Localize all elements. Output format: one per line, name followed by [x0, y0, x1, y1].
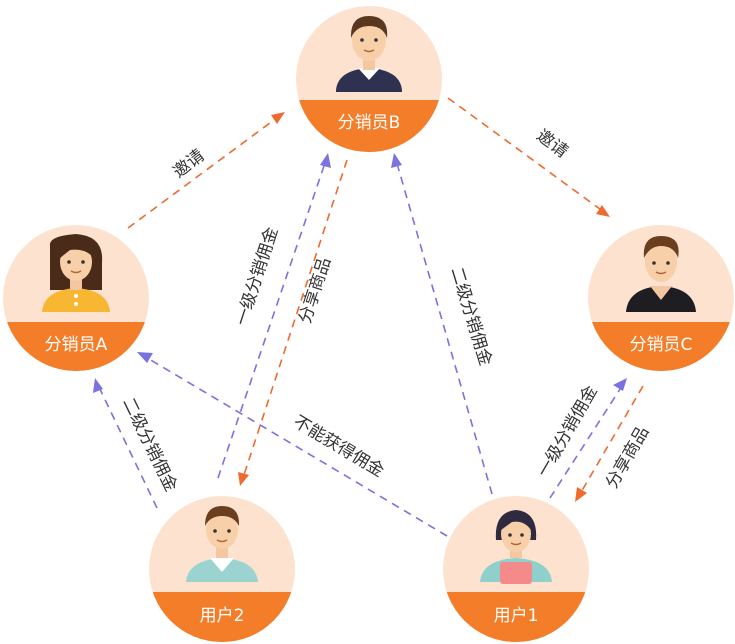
edge-label-share-b-u2: 分享商品: [295, 255, 335, 326]
arrowhead-icon: [93, 378, 103, 393]
edge-commission-u1-to-a: [137, 352, 448, 537]
arrowhead-icon: [613, 378, 627, 391]
edge-commission-u2-to-b: [217, 153, 331, 479]
node-label-c: 分销员C: [630, 335, 693, 355]
edge-label-share-c-u1: 分享商品: [602, 423, 653, 492]
edge-share-b-to-u2: [238, 159, 348, 486]
edge-commission-u1-to-c: [549, 378, 627, 499]
node-distributor-c: 分销员C: [588, 225, 734, 371]
node-distributor-b: 分销员B: [296, 6, 442, 152]
node-user-1: 用户1: [443, 496, 589, 642]
man-navy-sweater-icon: [336, 16, 402, 92]
edge-label-invite-b-c: 邀请: [532, 126, 571, 162]
woman-yellow-shirt-icon: [42, 234, 110, 312]
node-label-u1: 用户1: [494, 606, 539, 626]
arrowhead-icon: [391, 153, 402, 168]
node-distributor-a: 分销员A: [3, 225, 149, 371]
man-teal-shirt-icon: [186, 506, 258, 582]
arrowhead-icon: [271, 112, 285, 124]
arrowhead-icon: [320, 153, 331, 168]
edge-invite-a-to-b: [127, 112, 285, 229]
arrowhead-icon: [238, 472, 249, 486]
edge-label-invite-a-b: 邀请: [169, 146, 208, 183]
edge-label-commission-u2-a: 二级分销佣金: [118, 395, 181, 495]
arrowhead-icon: [137, 352, 153, 363]
edge-invite-b-to-c: [447, 97, 610, 217]
node-label-b: 分销员B: [338, 113, 401, 133]
man-black-hoodie-icon: [626, 236, 696, 312]
arrowhead-icon: [596, 205, 610, 217]
edge-share-c-to-u1: [575, 385, 644, 502]
arrowhead-icon: [575, 487, 587, 502]
node-label-u2: 用户2: [200, 606, 245, 626]
woman-apron-icon: [480, 510, 552, 584]
edge-label-commission-u1-c: 一级分销佣金: [534, 382, 602, 480]
edge-commission-u2-to-a: [93, 378, 158, 509]
edge-commission-u1-to-b: [391, 153, 493, 495]
node-label-a: 分销员A: [45, 335, 108, 355]
edge-label-commission-u1-b: 二级分销佣金: [446, 265, 495, 368]
node-user-2: 用户2: [149, 496, 295, 642]
